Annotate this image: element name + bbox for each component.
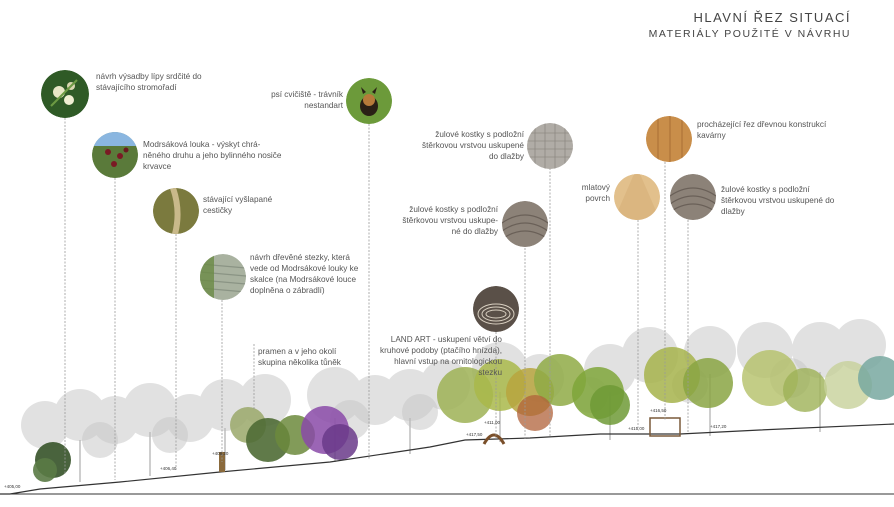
nest-icon xyxy=(473,286,519,332)
title-block: HLAVNÍ ŘEZ SITUACÍ MATERIÁLY POUŽITÉ V N… xyxy=(649,10,851,42)
elevation-label: +417,50 xyxy=(466,432,483,437)
leader-lines xyxy=(64,118,689,480)
elevation-label: +416,50 xyxy=(650,408,667,413)
elevation-label: +417,20 xyxy=(710,424,727,429)
label-boardwalk: návrh dřevěné stezky, která vede od Modr… xyxy=(250,253,359,295)
elevation-markers: +405,00 +406,40 +408,20 +411,00 +415,00 … xyxy=(4,408,727,489)
label-dog: psí cvičiště - trávník nestandart xyxy=(271,90,343,110)
wood-icon xyxy=(646,116,692,162)
trees-left-group xyxy=(33,406,358,482)
boardwalk-icon xyxy=(200,254,246,300)
flower-icon xyxy=(41,70,89,118)
elevation-label: +405,00 xyxy=(4,484,21,489)
granite-fan-right-icon xyxy=(670,174,716,220)
label-spring: pramen a v jeho okolí skupina několika t… xyxy=(258,347,341,367)
cafe-structure xyxy=(649,417,681,437)
label-granite-right: žulové kostky s podložní štěrkovou vrstv… xyxy=(721,185,835,216)
elevation-label: +406,40 xyxy=(160,466,177,471)
elevation-label: +408,20 xyxy=(212,451,229,456)
page-subtitle: MATERIÁLY POUŽITÉ V NÁVRHU xyxy=(648,28,851,40)
green-trees-right xyxy=(437,347,894,431)
label-granite-top: žulové kostky s podložní štěrkovou vrstv… xyxy=(422,130,524,161)
label-clay: mlatový povrch xyxy=(581,183,610,203)
elevation-label: +411,00 xyxy=(484,420,501,425)
label-landart: LAND ART - uskupení větví do kruhové pod… xyxy=(380,335,502,377)
path-icon xyxy=(153,188,199,234)
meadow-icon xyxy=(92,132,138,178)
clay-icon xyxy=(614,174,660,220)
label-meadow: Modrsáková louka - výskyt chrá- něného d… xyxy=(143,140,282,171)
dog-icon xyxy=(346,78,392,124)
granite-fan-icon xyxy=(502,201,548,247)
granite-cobble-icon xyxy=(527,123,573,169)
elevation-label: +415,00 xyxy=(628,426,645,431)
label-linden: návrh výsadby lípy srdčité do stávajícíh… xyxy=(96,72,202,92)
label-path: stávající vyšlapané cestičky xyxy=(203,195,273,215)
label-wood: procházející řez dřevnou konstrukcí kavá… xyxy=(697,120,827,140)
page-title: HLAVNÍ ŘEZ SITUACÍ xyxy=(693,10,851,25)
nest-arch xyxy=(482,433,506,445)
label-granite-mid: žulové kostky s podložní štěrkovou vrstv… xyxy=(402,205,498,236)
